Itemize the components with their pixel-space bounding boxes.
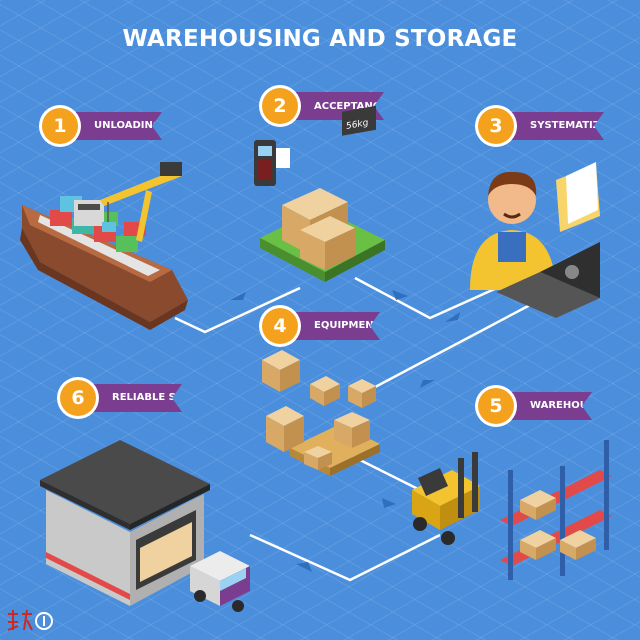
worker-laptop-icon [470,162,600,318]
watermark-logo [4,606,54,636]
step-3-label: SYSTEMATIZATION [530,120,635,131]
arrow-icon [230,292,246,300]
arrow-icon [392,290,408,300]
step-1-badge: 1 [42,108,78,144]
step-5-banner: WAREHOUSING 5 [478,388,592,424]
acceptance-scene-icon: 56kg [254,105,385,282]
arrow-icon [296,562,312,572]
page-title: WAREHOUSING AND STORAGE [122,26,518,52]
flow-path [174,276,531,582]
step-5-label: WAREHOUSING [530,400,616,411]
step-4-badge: 4 [262,308,298,344]
arrow-icon [382,498,396,508]
arrow-icon [420,380,435,388]
scale-display: 56kg [346,118,368,132]
step-1-label: UNLOADING [94,120,162,131]
boxes-pallet-icon [262,350,380,476]
cargo-ship-icon [20,162,188,330]
step-3-badge: 3 [478,108,514,144]
step-6-badge: 6 [60,380,96,416]
step-6-label: RELIABLE STORAGE [112,392,222,403]
step-4-banner: EQUIPMENT 4 [262,308,380,344]
step-6-banner: RELIABLE STORAGE 6 [60,380,182,416]
step-2-label-line1: ACCEPTANCE AND [314,101,415,112]
forklift-racks-icon [412,440,612,580]
arrow-icon [445,312,460,322]
step-1-banner: UNLOADING 1 [42,108,162,144]
flow-arrows [230,290,460,572]
warehouse-truck-icon [40,440,250,612]
step-5-badge: 5 [478,388,514,424]
step-3-banner: SYSTEMATIZATION 3 [478,108,604,144]
step-4-label: EQUIPMENT [314,320,381,331]
step-2-badge: 2 [262,88,298,124]
